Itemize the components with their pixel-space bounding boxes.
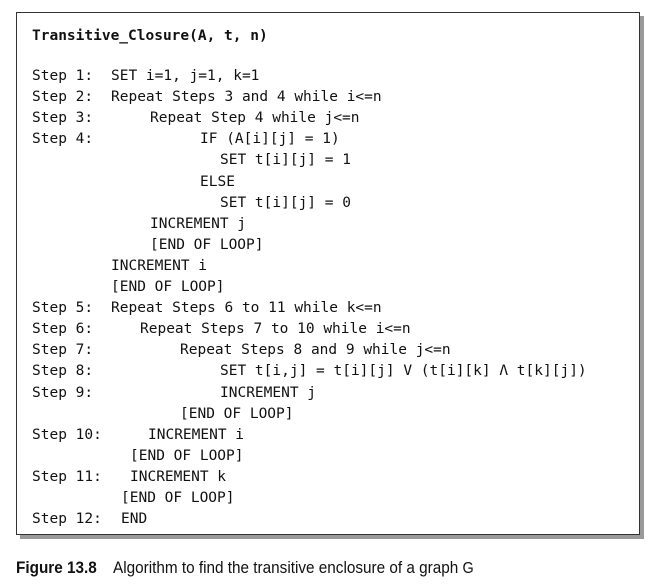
step-code: SET i=1, j=1, k=1 <box>111 68 260 84</box>
step-code: INCREMENT j <box>150 215 247 232</box>
step-code: Repeat Steps 6 to 11 while k<=n <box>111 300 382 317</box>
step-code: [END OF LOOP] <box>111 279 225 295</box>
algorithm-title: Transitive_Closure(A, t, n) <box>32 28 268 44</box>
step-code: END <box>121 511 148 528</box>
step-label: Step 8: <box>32 363 94 380</box>
figure-caption-text: Algorithm to find the transitive enclosu… <box>112 558 459 577</box>
step-code: INCREMENT i <box>111 257 208 274</box>
step-label: Step 3: <box>32 110 94 127</box>
step-code: SET t[i,j] = t[i][j] V (t[i][k] Λ t[k][j… <box>220 363 587 380</box>
step-label: Step 10: <box>32 426 102 443</box>
step-code: Repeat Step 4 while j<=n <box>150 110 360 127</box>
figure-caption: Figure 13.8 Algorithm to find the transit… <box>16 558 474 578</box>
algorithm-box: Transitive_Closure(A, t, n) Step 1: SET i… <box>16 12 640 535</box>
step-code: SET t[i][j] = 1 <box>220 152 351 169</box>
step-code: [END OF LOOP] <box>150 236 264 253</box>
step-label: Step 11: <box>32 468 102 485</box>
step-code: ELSE <box>200 173 235 190</box>
figure-label: Figure 13.8 <box>16 558 97 577</box>
step-code: Repeat Steps 7 to 10 while i<=n <box>140 321 411 338</box>
step-label: Step 1: <box>32 68 94 84</box>
step-code: [END OF LOOP] <box>130 447 244 464</box>
step-code: INCREMENT k <box>130 468 227 485</box>
step-code: INCREMENT i <box>148 426 245 443</box>
step-label: Step 7: <box>32 342 94 359</box>
graph-symbol: G <box>462 560 474 577</box>
step-label: Step 6: <box>32 321 94 338</box>
step-label: Step 2: <box>32 89 94 106</box>
step-code: [END OF LOOP] <box>121 490 235 506</box>
step-label: Step 4: <box>32 131 94 148</box>
step-label: Step 5: <box>32 300 94 317</box>
step-code: IF (A[i][j] = 1) <box>200 131 340 148</box>
step-code: Repeat Steps 3 and 4 while i<=n <box>111 89 382 106</box>
step-code: INCREMENT j <box>220 384 317 401</box>
step-code: [END OF LOOP] <box>180 405 294 422</box>
step-label: Step 12: <box>32 511 102 528</box>
step-label: Step 9: <box>32 384 94 401</box>
step-code: SET t[i][j] = 0 <box>220 194 351 211</box>
step-code: Repeat Steps 8 and 9 while j<=n <box>180 342 451 359</box>
